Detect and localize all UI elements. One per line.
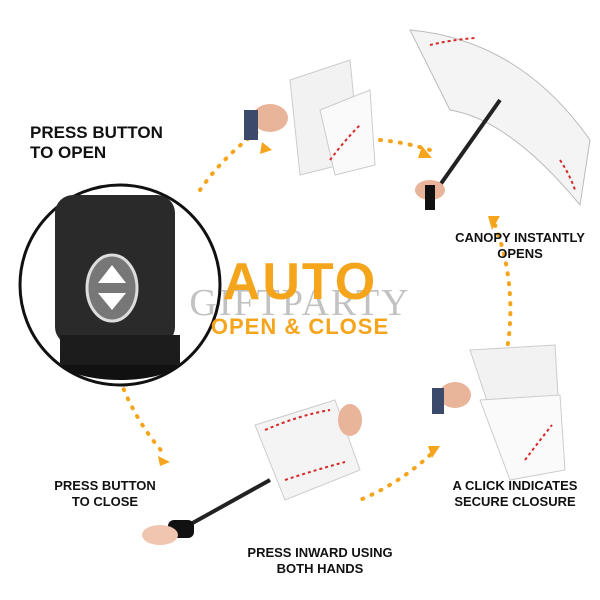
press-open-label: PRESS BUTTON TO OPEN xyxy=(30,123,210,164)
canopy-line2: OPENS xyxy=(497,245,543,261)
folded-umbrella-icon xyxy=(142,399,362,545)
auto-title: AUTO xyxy=(222,253,378,311)
press-close-line1: PRESS BUTTON xyxy=(54,478,156,493)
arrow-icon xyxy=(158,456,170,466)
click-line1: A CLICK INDICATES xyxy=(452,478,578,493)
arrow-icon xyxy=(428,446,440,458)
click-label: A CLICK INDICATES SECURE CLOSURE xyxy=(435,478,595,509)
press-inward-line1: PRESS INWARD USING xyxy=(247,545,393,560)
canopy-line1: CANOPY INSTANTLY xyxy=(455,230,585,245)
press-close-label: PRESS BUTTON TO CLOSE xyxy=(40,478,170,509)
half-open-umbrella-icon xyxy=(244,59,376,176)
click-line2: SECURE CLOSURE xyxy=(454,493,576,509)
arrow-icon xyxy=(418,146,432,158)
watermark: GIFTPARTY xyxy=(189,282,411,324)
arrow-icon xyxy=(260,142,272,154)
press-open-line2: TO OPEN xyxy=(30,143,107,163)
umbrella-handle-closeup-icon xyxy=(18,183,222,387)
open-close-subtitle: OPEN & CLOSE xyxy=(210,314,390,339)
press-close-line2: TO CLOSE xyxy=(71,493,139,509)
center-title: AUTO OPEN & CLOSE xyxy=(0,252,600,340)
open-umbrella-icon xyxy=(409,29,591,210)
closing-umbrella-icon xyxy=(432,344,566,481)
press-inward-line2: BOTH HANDS xyxy=(276,560,364,576)
arrow-icon xyxy=(488,216,500,230)
press-inward-label: PRESS INWARD USING BOTH HANDS xyxy=(225,545,415,576)
press-open-line1: PRESS BUTTON xyxy=(30,123,163,142)
canopy-label: CANOPY INSTANTLY OPENS xyxy=(445,230,595,261)
